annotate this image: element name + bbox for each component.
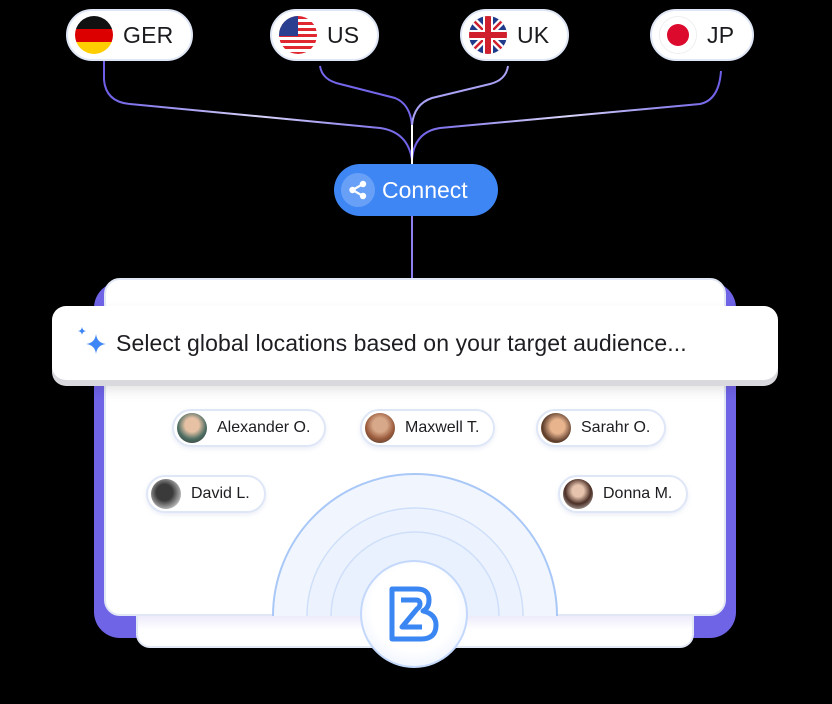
person-name: Sarahr O.	[581, 419, 651, 436]
usa-flag-icon	[279, 16, 317, 54]
connect-button[interactable]: Connect	[334, 164, 498, 216]
person-chip[interactable]: David L.	[146, 475, 266, 513]
person-name: Maxwell T.	[405, 419, 480, 436]
avatar	[177, 413, 207, 443]
country-chip-uk[interactable]: UK	[460, 9, 570, 61]
person-chip[interactable]: Maxwell T.	[360, 409, 496, 447]
country-label: UK	[517, 21, 550, 48]
person-chip[interactable]: Sarahr O.	[536, 409, 667, 447]
avatar	[365, 413, 395, 443]
share-icon	[341, 173, 375, 207]
country-chip-jp[interactable]: JP	[650, 9, 755, 61]
country-label: US	[327, 21, 360, 48]
person-chip[interactable]: Donna M.	[558, 475, 689, 513]
germany-flag-icon	[75, 16, 113, 54]
country-label: GER	[123, 21, 174, 48]
avatar	[541, 413, 571, 443]
avatar	[563, 479, 593, 509]
prompt-text: Select global locations based on your ta…	[116, 329, 687, 356]
country-label: JP	[707, 21, 735, 48]
avatar	[151, 479, 181, 509]
country-chip-us[interactable]: US	[270, 9, 380, 61]
person-name: Donna M.	[603, 485, 673, 502]
japan-flag-icon	[659, 16, 697, 54]
connect-label: Connect	[382, 176, 468, 203]
country-chip-ger[interactable]: GER	[66, 9, 194, 61]
sparkle-icon	[78, 327, 106, 354]
person-chip[interactable]: Alexander O.	[172, 409, 327, 447]
b-logo-icon	[389, 586, 439, 642]
connector-lines	[103, 61, 722, 280]
person-name: David L.	[191, 485, 250, 502]
person-name: Alexander O.	[217, 419, 311, 436]
logo-badge	[360, 560, 468, 668]
uk-flag-icon	[469, 16, 507, 54]
prompt-input[interactable]: Select global locations based on your ta…	[52, 306, 778, 380]
